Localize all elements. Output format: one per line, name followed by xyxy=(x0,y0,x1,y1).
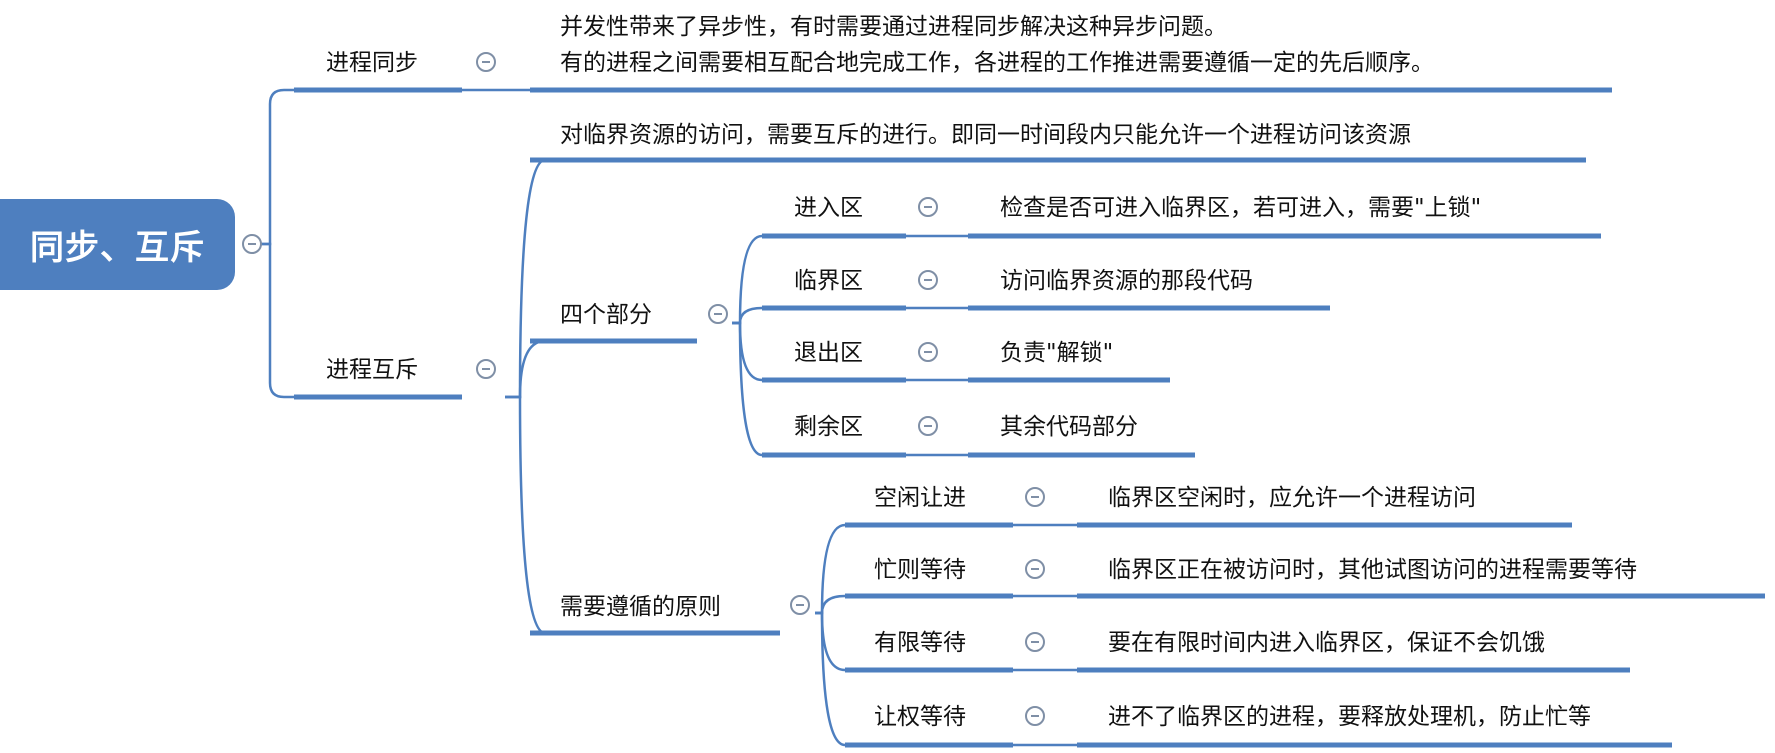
principles-collapse-icon[interactable] xyxy=(790,595,810,615)
node-principles[interactable]: 需要遵循的原则 xyxy=(560,594,721,620)
part-item-3[interactable]: 退出区 xyxy=(794,340,863,366)
node-four-parts[interactable]: 四个部分 xyxy=(560,302,652,328)
part-item-2-desc: 访问临界资源的那段代码 xyxy=(1000,268,1253,294)
principle-item-2-desc: 临界区正在被访问时，其他试图访问的进程需要等待 xyxy=(1108,557,1637,583)
part-item-3-collapse-icon[interactable] xyxy=(918,342,938,362)
principle-item-4[interactable]: 让权等待 xyxy=(874,704,966,730)
part-item-4-desc: 其余代码部分 xyxy=(1000,414,1138,440)
part-item-3-desc: 负责"解锁" xyxy=(1000,340,1114,366)
principle-item-2-collapse-icon[interactable] xyxy=(1025,559,1045,579)
principle-item-3[interactable]: 有限等待 xyxy=(874,630,966,656)
principle-item-2[interactable]: 忙则等待 xyxy=(874,557,966,583)
part-item-2[interactable]: 临界区 xyxy=(794,268,863,294)
principle-item-4-desc: 进不了临界区的进程，要释放处理机，防止忙等 xyxy=(1108,704,1591,730)
connector-principles-item3 xyxy=(815,611,846,672)
connector-parts-item2 xyxy=(732,306,763,325)
part-item-4-collapse-icon[interactable] xyxy=(918,416,938,436)
principle-item-1[interactable]: 空闲让进 xyxy=(874,485,966,511)
connector-principles-item2 xyxy=(815,594,846,615)
principle-item-3-collapse-icon[interactable] xyxy=(1025,632,1045,652)
connector-principles-item4 xyxy=(815,611,846,747)
mutex-collapse-icon[interactable] xyxy=(476,359,496,379)
mutex-desc: 对临界资源的访问，需要互斥的进行。即同一时间段内只能允许一个进程访问该资源 xyxy=(560,122,1411,148)
root-node[interactable]: 同步、互斥 xyxy=(0,199,235,290)
four-parts-collapse-icon[interactable] xyxy=(708,304,728,324)
connector-parts-item4 xyxy=(732,321,763,457)
connector-root-mutex xyxy=(252,242,294,399)
principle-item-1-collapse-icon[interactable] xyxy=(1025,487,1045,507)
root-label: 同步、互斥 xyxy=(30,228,205,268)
sync-desc-line1: 并发性带来了异步性，有时需要通过进程同步解决这种异步问题。 xyxy=(560,14,1227,40)
part-item-1-collapse-icon[interactable] xyxy=(918,197,938,217)
node-mutex[interactable]: 进程互斥 xyxy=(326,357,418,383)
part-item-1-desc: 检查是否可进入临界区，若可进入，需要"上锁" xyxy=(1000,195,1482,221)
node-sync[interactable]: 进程同步 xyxy=(326,50,418,76)
connector-mutex-principles xyxy=(505,395,546,635)
connector-mutex-parts xyxy=(505,339,546,399)
principle-item-3-desc: 要在有限时间内进入临界区，保证不会饥饿 xyxy=(1108,630,1545,656)
sync-desc-line2: 有的进程之间需要相互配合地完成工作，各进程的工作推进需要遵循一定的先后顺序。 xyxy=(560,50,1434,76)
root-collapse-icon[interactable] xyxy=(242,234,262,254)
sync-collapse-icon[interactable] xyxy=(476,52,496,72)
principle-item-4-collapse-icon[interactable] xyxy=(1025,706,1045,726)
part-item-4[interactable]: 剩余区 xyxy=(794,414,863,440)
connector-parts-item3 xyxy=(732,321,763,382)
principle-item-1-desc: 临界区空闲时，应允许一个进程访问 xyxy=(1108,485,1476,511)
part-item-1[interactable]: 进入区 xyxy=(794,195,863,221)
part-item-2-collapse-icon[interactable] xyxy=(918,270,938,290)
connector-root-sync xyxy=(252,88,294,246)
